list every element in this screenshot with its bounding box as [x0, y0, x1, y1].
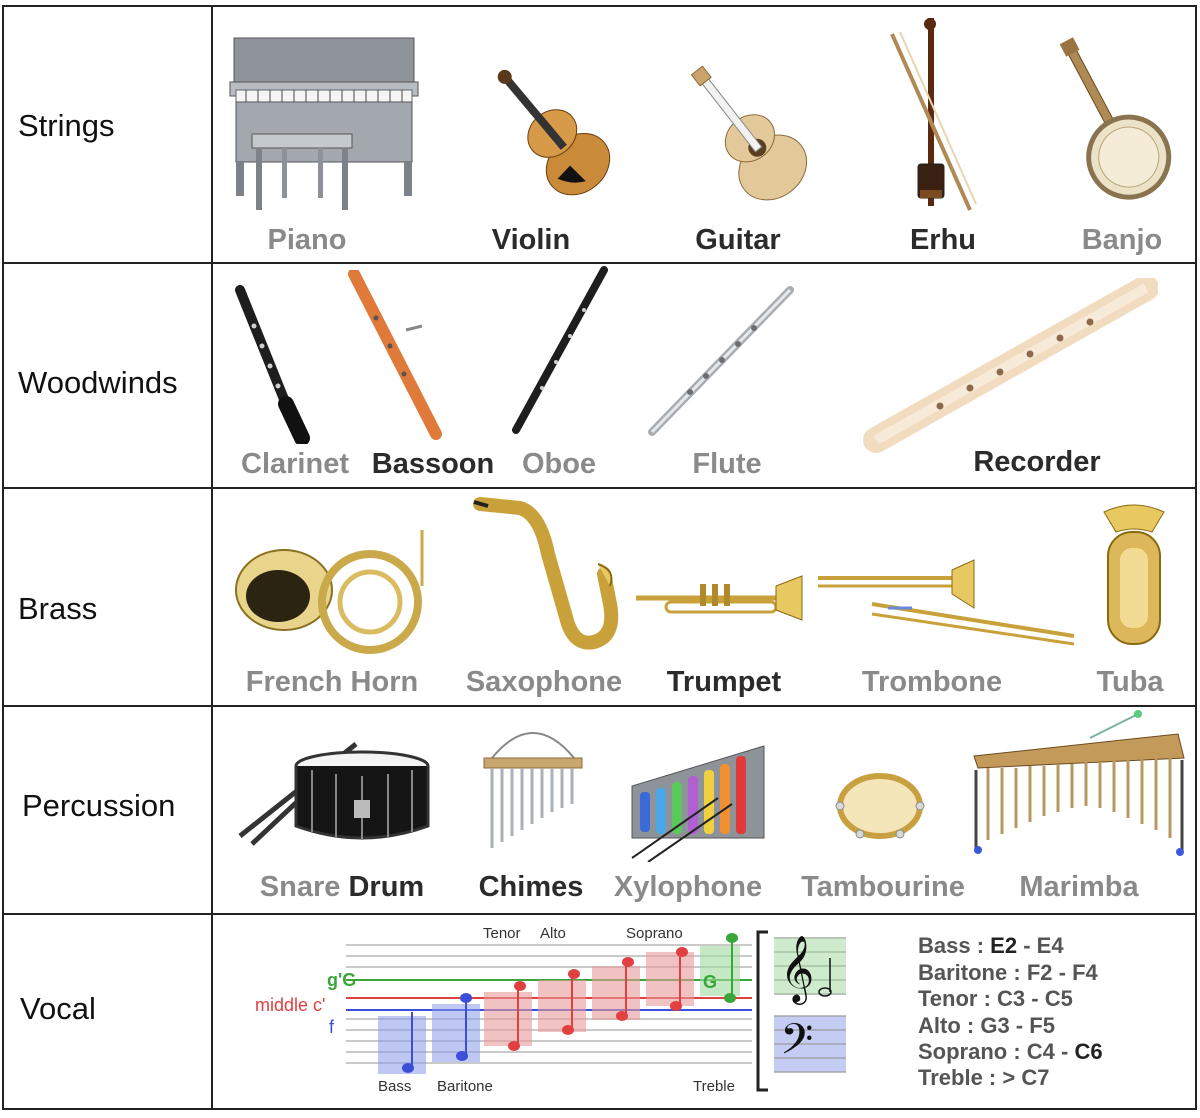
svg-text:𝄞: 𝄞 [780, 934, 814, 1005]
note-label-g: g'G [327, 970, 356, 991]
note-label-g-box: G [703, 972, 718, 992]
range-soprano-voice: Soprano [918, 1039, 1008, 1064]
note-label-middle-c: middle c' [255, 995, 326, 1015]
range-tenor-low: C3 [997, 986, 1026, 1011]
category-percussion: Percussion [22, 788, 176, 823]
label-snare-drum: Snare Drum [260, 873, 424, 902]
svg-text:𝄢: 𝄢 [780, 1015, 813, 1075]
recorder-illustration [863, 278, 1158, 453]
label-guitar: Guitar [695, 224, 781, 256]
range-tenor-high: C5 [1044, 986, 1073, 1011]
label-trombone: Trombone [861, 666, 1003, 698]
tambourine-illustration [835, 773, 925, 839]
label-violin: Violin [491, 224, 571, 256]
vocal-label-treble: Treble [693, 1078, 735, 1095]
erhu-illustration [890, 18, 977, 211]
range-baritone: Baritone : F2 - F4 [918, 960, 1098, 985]
range-tenor: Tenor : C3 - C5 [918, 986, 1073, 1011]
xylophone-illustration [631, 745, 765, 862]
label-bassoon: Bassoon [371, 448, 495, 480]
note-label-g-clef: G [342, 970, 357, 990]
guitar-illustration [690, 65, 808, 201]
range-baritone-low: F2 [1026, 960, 1053, 985]
label-french-part: French [245, 666, 343, 698]
trumpet-illustration [636, 575, 803, 621]
label-banjo: Banjo [1081, 224, 1163, 256]
label-chimes: Chimes [478, 871, 584, 903]
label-erhu: Erhu [909, 224, 977, 256]
note-label-f: f [329, 1017, 335, 1037]
range-treble-prefix: > [1002, 1065, 1016, 1090]
label-flute: Flute [692, 448, 762, 480]
category-strings: Strings [18, 108, 115, 143]
label-french-horn: French Horn [246, 668, 418, 697]
flute-illustration [648, 286, 794, 436]
category-brass: Brass [18, 591, 98, 626]
label-oboe: Oboe [521, 448, 597, 480]
range-bass-high: E4 [1036, 933, 1064, 958]
snare-drum-illustration [238, 742, 430, 846]
label-trumpet: Trumpet [666, 666, 782, 698]
piano-illustration [229, 37, 419, 210]
tuba-illustration [1103, 504, 1165, 645]
range-soprano-high: C6 [1074, 1039, 1103, 1064]
marimba-illustration [973, 710, 1185, 856]
label-xylophone: Xylophone [613, 871, 763, 903]
chimes-illustration [483, 732, 583, 848]
range-treble-voice: Treble [918, 1065, 983, 1090]
category-woodwinds: Woodwinds [18, 365, 178, 400]
range-alto-low: G3 [980, 1013, 1010, 1038]
range-baritone-high: F4 [1072, 960, 1098, 985]
label-tambourine: Tambourine [801, 871, 965, 903]
oboe-illustration [512, 266, 608, 434]
range-bass-low: E2 [990, 933, 1018, 958]
range-alto: Alto : G3 - F5 [918, 1013, 1055, 1038]
vocal-label-baritone: Baritone [437, 1078, 493, 1095]
french-horn-illustration [235, 530, 424, 654]
vocal-label-bass: Bass [378, 1078, 412, 1095]
trombone-illustration [818, 559, 1075, 646]
vocal-label-soprano: Soprano [626, 925, 683, 942]
label-saxophone: Saxophone [465, 666, 623, 698]
category-vocal: Vocal [20, 991, 96, 1026]
vocal-range-staff: 𝄞 𝄢 [346, 930, 846, 1092]
range-alto-voice: Alto [918, 1013, 961, 1038]
range-soprano: Soprano : C4 - C6 [918, 1039, 1103, 1064]
clarinet-illustration [235, 285, 310, 444]
range-treble: Treble : > C7 [918, 1065, 1050, 1090]
label-marimba: Marimba [1019, 871, 1139, 903]
label-piano: Piano [267, 224, 347, 256]
vocal-label-alto: Alto [540, 925, 566, 942]
banjo-illustration [1059, 37, 1172, 200]
label-snare-part: Snare [259, 871, 341, 903]
label-tuba: Tuba [1096, 666, 1164, 698]
violin-illustration [497, 69, 611, 196]
label-recorder: Recorder [973, 446, 1101, 478]
saxophone-illustration [473, 497, 619, 650]
bassoon-illustration [348, 270, 442, 440]
range-alto-high: F5 [1029, 1013, 1055, 1038]
range-tenor-voice: Tenor [918, 986, 978, 1011]
range-soprano-low: C4 [1026, 1039, 1055, 1064]
range-bass-voice: Bass [918, 933, 971, 958]
range-bass: Bass : E2 - E4 [918, 933, 1064, 958]
note-label-g-text: g' [327, 970, 343, 990]
range-treble-high: C7 [1021, 1065, 1050, 1090]
range-baritone-voice: Baritone [918, 960, 1008, 985]
label-clarinet: Clarinet [241, 448, 349, 480]
label-drum-part: Drum [348, 871, 425, 903]
label-horn-part: Horn [350, 666, 419, 698]
vocal-label-tenor: Tenor [483, 925, 521, 942]
